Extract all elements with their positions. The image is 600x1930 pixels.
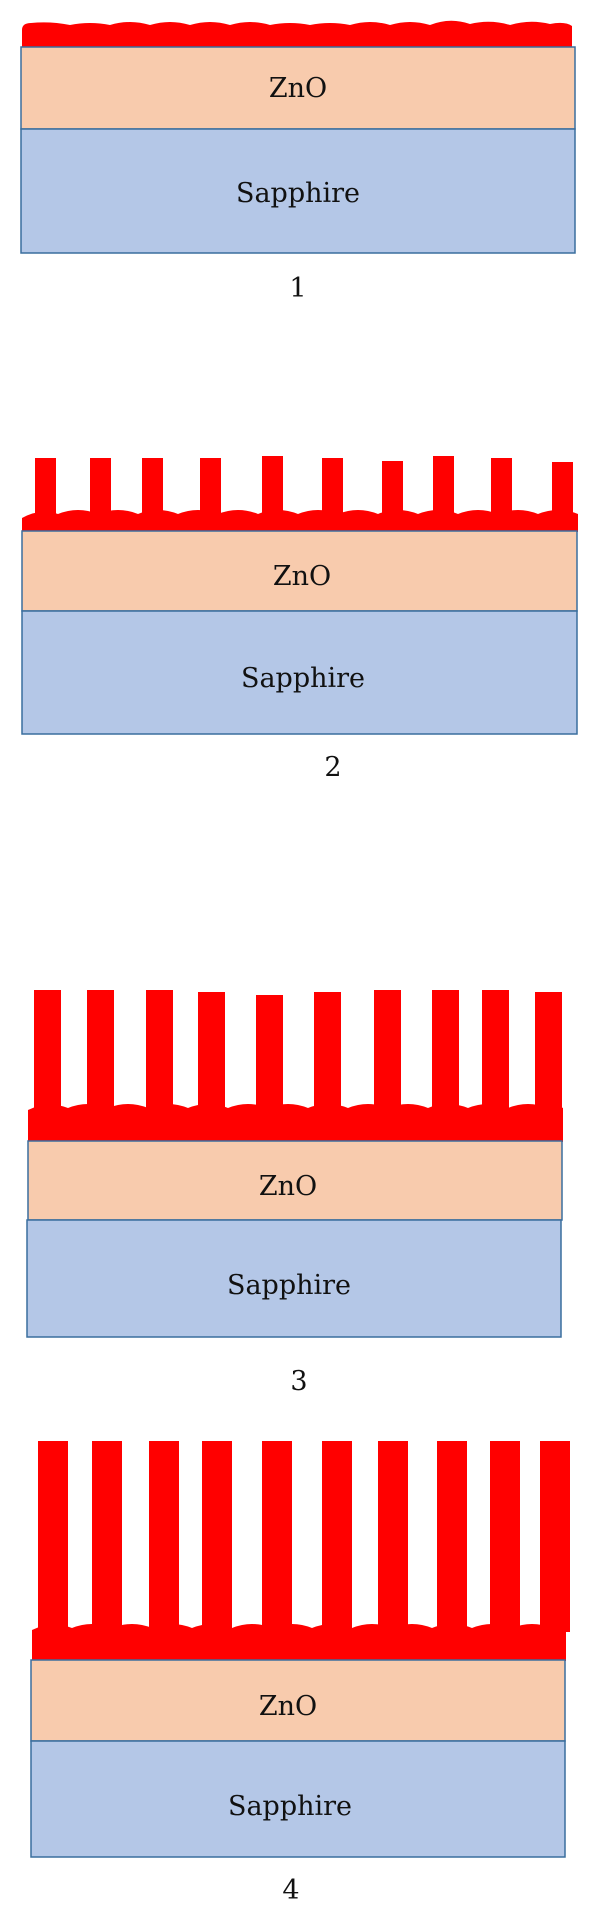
- nanorod: [198, 992, 225, 1112]
- nanorod: [87, 990, 114, 1112]
- step-label: 3: [290, 1366, 307, 1397]
- zno-layer: [20, 46, 576, 130]
- step-label: 2: [324, 752, 341, 783]
- sapphire-substrate: [21, 610, 578, 735]
- zno-label: ZnO: [273, 561, 331, 592]
- nanorod: [382, 461, 403, 520]
- panel-step-2: ZnO Sapphire 2: [21, 456, 578, 783]
- seed-layer: [32, 1624, 566, 1661]
- nanorod: [535, 992, 562, 1112]
- nanorod: [491, 458, 512, 520]
- zno-layer: [27, 1140, 563, 1221]
- nanorod-array: [38, 1441, 570, 1632]
- nanorod: [490, 1441, 520, 1632]
- zno-label: ZnO: [259, 1691, 317, 1722]
- nanorod: [142, 458, 163, 520]
- sapphire-substrate: [30, 1740, 566, 1858]
- nanorod: [437, 1441, 467, 1632]
- nanorod: [92, 1441, 122, 1632]
- seed-layer: [22, 510, 578, 532]
- zno-label: ZnO: [269, 73, 327, 104]
- sapphire-substrate: [20, 128, 576, 254]
- nanorod: [146, 990, 173, 1112]
- nanorod: [202, 1441, 232, 1632]
- step-label: 4: [282, 1875, 299, 1906]
- nanorod: [552, 462, 573, 520]
- nanorod: [540, 1441, 570, 1632]
- nanorod: [35, 458, 56, 520]
- zno-layer: [21, 530, 578, 612]
- sapphire-label: Sapphire: [236, 178, 360, 209]
- panel-step-3: ZnO Sapphire 3: [26, 990, 563, 1397]
- nanorod: [374, 990, 401, 1112]
- nanorod: [38, 1441, 68, 1632]
- nanorod: [262, 1441, 292, 1632]
- seed-layer: [28, 1104, 563, 1142]
- nanorod: [482, 990, 509, 1112]
- nanorod-array: [35, 456, 573, 520]
- nanorod: [256, 995, 283, 1112]
- panel-step-4: ZnO Sapphire 4: [30, 1441, 570, 1906]
- nanorod: [34, 990, 61, 1112]
- nanorod: [322, 1441, 352, 1632]
- nanorod: [200, 458, 221, 520]
- zno-label: ZnO: [259, 1171, 317, 1202]
- nanorod: [149, 1441, 179, 1632]
- nanorod: [262, 456, 283, 520]
- panel-step-1: ZnO Sapphire 1: [20, 20, 576, 304]
- nanorod: [432, 990, 459, 1112]
- nanorod: [90, 458, 111, 520]
- nanorod-array: [34, 990, 562, 1112]
- seed-layer: [22, 20, 572, 48]
- nanorod: [322, 458, 343, 520]
- step-label: 1: [289, 273, 306, 304]
- sapphire-label: Sapphire: [241, 663, 365, 694]
- nanorod: [378, 1441, 408, 1632]
- sapphire-label: Sapphire: [228, 1791, 352, 1822]
- nanorod: [314, 992, 341, 1112]
- nanorod: [433, 456, 454, 520]
- sapphire-label: Sapphire: [227, 1270, 351, 1301]
- sapphire-substrate: [26, 1219, 562, 1338]
